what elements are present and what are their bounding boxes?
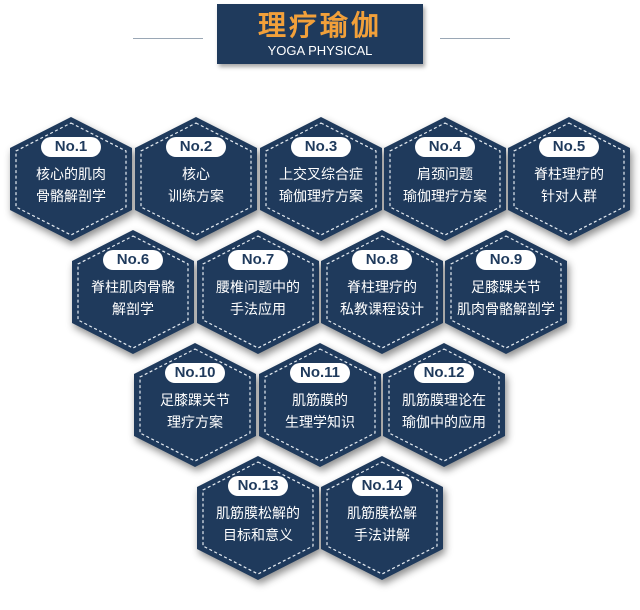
course-title-line1: 肩颈问题 <box>417 167 473 183</box>
course-title-line2: 训练方案 <box>168 189 224 205</box>
course-number-badge: No.1 <box>41 137 101 157</box>
course-title-line1: 脊柱理疗的 <box>347 280 417 296</box>
course-number-badge: No.12 <box>414 363 474 383</box>
course-title-line1: 上交叉综合症 <box>279 167 363 183</box>
course-number-badge: No.5 <box>539 137 599 157</box>
course-number-badge: No.4 <box>415 137 475 157</box>
course-hex: No.9 足膝踝关节肌肉骨骼解剖学 <box>445 230 567 354</box>
hex-shape <box>10 117 132 241</box>
course-title-line1: 足膝踝关节 <box>160 393 230 409</box>
course-title-line2: 理疗方案 <box>167 415 223 431</box>
hex-shape <box>321 230 443 354</box>
course-hex: No.12 肌筋膜理论在瑜伽中的应用 <box>383 343 505 467</box>
course-title-line2: 生理学知识 <box>285 415 355 431</box>
title-right-line <box>440 38 510 39</box>
course-title-line1: 肌筋膜松解 <box>347 506 417 522</box>
course-title-line2: 瑜伽理疗方案 <box>279 189 363 205</box>
course-title-line2: 瑜伽中的应用 <box>402 415 486 431</box>
page-title: 理疗瑜伽 <box>257 9 382 42</box>
course-number-badge: No.7 <box>228 250 288 270</box>
title-banner: 理疗瑜伽 YOGA PHYSICAL <box>217 4 423 64</box>
course-hex: No.7 腰椎问题中的手法应用 <box>197 230 319 354</box>
hex-shape <box>260 117 382 241</box>
hex-shape <box>508 117 630 241</box>
course-hex: No.10 足膝踝关节理疗方案 <box>134 343 256 467</box>
course-title-line2: 骨骼解剖学 <box>36 189 106 205</box>
course-number-badge: No.11 <box>290 363 350 383</box>
course-number-badge: No.14 <box>352 476 412 496</box>
course-number-badge: No.3 <box>291 137 351 157</box>
course-hex: No.6 脊柱肌肉骨骼解剖学 <box>72 230 194 354</box>
course-title-line1: 腰椎问题中的 <box>216 280 300 296</box>
course-title-line2: 私教课程设计 <box>340 302 424 318</box>
course-hex: No.8 脊柱理疗的私教课程设计 <box>321 230 443 354</box>
course-number-badge: No.2 <box>166 137 226 157</box>
course-title-line1: 脊柱肌肉骨骼 <box>91 280 175 296</box>
hex-shape <box>259 343 381 467</box>
course-hex: No.3 上交叉综合症瑜伽理疗方案 <box>260 117 382 241</box>
course-title-line2: 手法应用 <box>230 302 286 318</box>
course-title-line2: 针对人群 <box>541 189 597 205</box>
course-number-badge: No.6 <box>103 250 163 270</box>
hex-shape <box>72 230 194 354</box>
course-hex: No.14 肌筋膜松解手法讲解 <box>321 456 443 580</box>
course-hex: No.4 肩颈问题瑜伽理疗方案 <box>384 117 506 241</box>
course-title-line2: 目标和意义 <box>223 528 293 544</box>
course-title-line1: 肌筋膜理论在 <box>402 393 486 409</box>
hex-shape <box>321 456 443 580</box>
course-hex: No.13 肌筋膜松解的目标和意义 <box>197 456 319 580</box>
course-title-line2: 肌肉骨骼解剖学 <box>457 302 555 318</box>
course-title-line2: 瑜伽理疗方案 <box>403 189 487 205</box>
hex-shape <box>197 456 319 580</box>
course-title-line1: 肌筋膜松解的 <box>216 506 300 522</box>
course-number-badge: No.8 <box>352 250 412 270</box>
course-title-line1: 脊柱理疗的 <box>534 167 604 183</box>
hex-shape <box>383 343 505 467</box>
hex-shape <box>445 230 567 354</box>
course-hex: No.2 核心训练方案 <box>135 117 257 241</box>
hex-shape <box>134 343 256 467</box>
course-title-line2: 手法讲解 <box>354 528 410 544</box>
hex-shape <box>384 117 506 241</box>
course-number-badge: No.13 <box>228 476 288 496</box>
course-hex: No.5 脊柱理疗的针对人群 <box>508 117 630 241</box>
hex-shape <box>135 117 257 241</box>
course-number-badge: No.10 <box>165 363 225 383</box>
course-title-line1: 核心 <box>182 167 210 183</box>
course-title-line1: 足膝踝关节 <box>471 280 541 296</box>
course-hex: No.1 核心的肌肉骨骼解剖学 <box>10 117 132 241</box>
hex-shape <box>197 230 319 354</box>
course-number-badge: No.9 <box>476 250 536 270</box>
title-left-line <box>133 38 203 39</box>
page-subtitle: YOGA PHYSICAL <box>267 43 373 58</box>
course-title-line1: 肌筋膜的 <box>292 393 348 409</box>
course-hex: No.11 肌筋膜的生理学知识 <box>259 343 381 467</box>
course-title-line1: 核心的肌肉 <box>36 167 106 183</box>
course-title-line2: 解剖学 <box>112 302 154 318</box>
